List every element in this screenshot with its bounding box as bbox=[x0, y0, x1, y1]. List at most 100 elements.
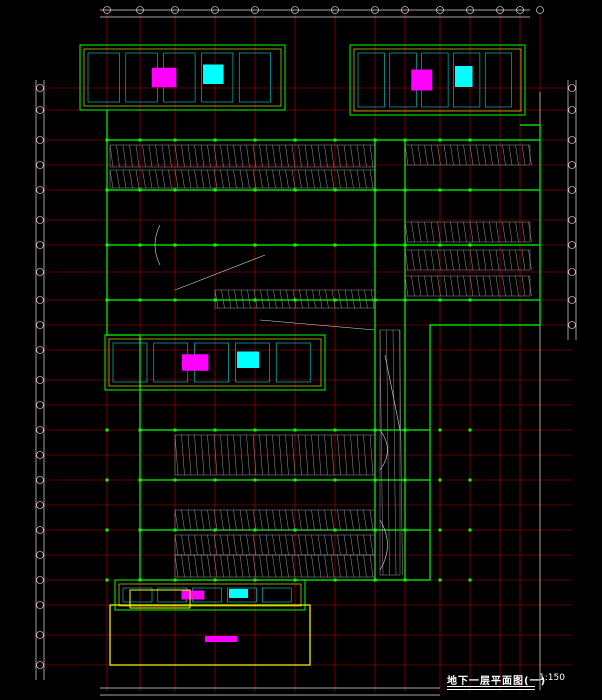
parking-stall-line bbox=[369, 434, 374, 476]
core-outline bbox=[79, 44, 286, 111]
axis-bubble bbox=[568, 321, 576, 329]
parking-stall-line bbox=[424, 249, 428, 271]
parking-stall-line bbox=[285, 169, 289, 189]
parking-stall-line bbox=[259, 144, 263, 168]
parking-stall-line bbox=[220, 434, 224, 476]
column bbox=[213, 188, 217, 192]
title-underline-2 bbox=[447, 689, 535, 690]
column bbox=[403, 138, 407, 142]
parking-stall-line bbox=[343, 434, 348, 476]
title-block: 地下一层平面图(一) 1:150 bbox=[447, 672, 587, 690]
parking-stall-line bbox=[265, 169, 270, 189]
parking-stall-line bbox=[430, 275, 435, 297]
parking-stall-line bbox=[168, 169, 172, 189]
parking-stall-line bbox=[508, 144, 513, 166]
parking-stall-line bbox=[181, 534, 185, 556]
parking-stall-line bbox=[489, 221, 493, 243]
parking-stall-line bbox=[233, 434, 237, 476]
parking-stall-line bbox=[379, 329, 384, 576]
parking-stall-line bbox=[207, 144, 211, 168]
parking-stall-line bbox=[226, 554, 231, 578]
parking-stall-line bbox=[226, 509, 231, 531]
column bbox=[253, 528, 257, 532]
parking-stall-line bbox=[181, 434, 185, 476]
column bbox=[468, 188, 472, 192]
parking-stall-line bbox=[469, 275, 474, 297]
parking-stall-line bbox=[213, 534, 218, 556]
column bbox=[213, 528, 217, 532]
parking-stall-line bbox=[278, 554, 283, 578]
parking-stall-line bbox=[200, 534, 205, 556]
axis-bubble bbox=[36, 501, 44, 509]
parking-stall-line bbox=[298, 554, 302, 578]
parking-stall-line bbox=[495, 144, 500, 166]
parking-stall-line bbox=[246, 554, 250, 578]
core-inner bbox=[353, 48, 522, 112]
column bbox=[438, 528, 442, 532]
parking-stall-line bbox=[122, 169, 127, 189]
column bbox=[253, 478, 257, 482]
parking-stall-line bbox=[286, 289, 290, 309]
column bbox=[333, 528, 337, 532]
parking-stall-line bbox=[239, 434, 244, 476]
parking-stall-line bbox=[291, 434, 296, 476]
core-room bbox=[275, 342, 311, 383]
parking-stall-line bbox=[291, 144, 296, 168]
parking-stall-line bbox=[109, 144, 114, 168]
column bbox=[403, 188, 407, 192]
axis-bubble bbox=[436, 6, 444, 14]
core-room bbox=[261, 587, 292, 603]
parking-stall-line bbox=[324, 554, 328, 578]
column bbox=[293, 298, 297, 302]
parking-stall-line bbox=[116, 169, 120, 189]
parking-stall-line bbox=[417, 275, 422, 297]
parking-stall-line bbox=[508, 249, 513, 271]
parking-stall-line bbox=[404, 221, 409, 243]
parking-stall-line bbox=[424, 221, 428, 243]
parking-stall-line bbox=[265, 534, 270, 556]
parking-stall-line bbox=[489, 275, 493, 297]
parking-stall-line bbox=[213, 509, 218, 531]
parking-stall-line bbox=[463, 275, 467, 297]
parking-stall-line bbox=[411, 275, 415, 297]
parking-stall-line bbox=[528, 144, 532, 166]
axis-bubble bbox=[568, 136, 576, 144]
parking-stall-line bbox=[350, 144, 354, 168]
parking-stall-line bbox=[404, 275, 409, 297]
core-room bbox=[357, 52, 385, 108]
parking-stall-line bbox=[317, 169, 322, 189]
parking-stall-line bbox=[187, 534, 192, 556]
parking-stall-line bbox=[318, 289, 323, 309]
parking-stall-line bbox=[207, 509, 211, 531]
column bbox=[293, 528, 297, 532]
drawing-scale: 1:150 bbox=[539, 673, 565, 683]
column bbox=[333, 188, 337, 192]
column bbox=[138, 138, 142, 142]
parking-stall-line bbox=[213, 144, 218, 168]
parking-stall-line bbox=[259, 509, 263, 531]
podium-block bbox=[109, 589, 311, 666]
parking-stall-line bbox=[311, 144, 315, 168]
column bbox=[293, 478, 297, 482]
axis-bubble bbox=[401, 6, 409, 14]
axis-bubble bbox=[371, 6, 379, 14]
column bbox=[403, 243, 407, 247]
column bbox=[105, 138, 109, 142]
column bbox=[403, 578, 407, 582]
parking-stall-line bbox=[502, 221, 506, 243]
axis-bubble bbox=[36, 476, 44, 484]
column bbox=[213, 298, 217, 302]
parking-stall-line bbox=[351, 289, 355, 309]
column bbox=[105, 578, 109, 582]
parking-stall-line bbox=[278, 534, 283, 556]
parking-stall-line bbox=[181, 554, 185, 578]
axis-bubble bbox=[36, 426, 44, 434]
parking-stall-line bbox=[252, 144, 257, 168]
parking-stall-line bbox=[239, 509, 244, 531]
parking-stall-line bbox=[450, 275, 454, 297]
column bbox=[138, 478, 142, 482]
axis-bubble bbox=[36, 296, 44, 304]
parking-stall-line bbox=[304, 169, 309, 189]
parking-stall-line bbox=[278, 144, 283, 168]
parking-stall-line bbox=[330, 169, 335, 189]
